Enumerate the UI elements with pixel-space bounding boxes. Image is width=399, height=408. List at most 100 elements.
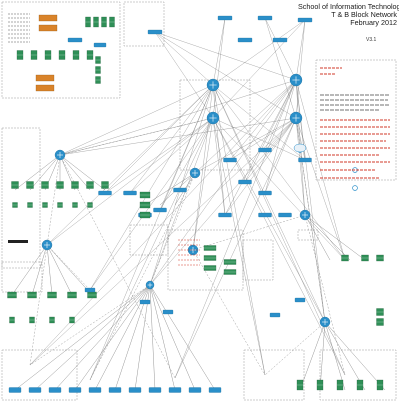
- link-line: [304, 214, 331, 261]
- link-line: [29, 117, 297, 366]
- switch-icon: [258, 190, 272, 196]
- firewall-icon: [35, 74, 55, 82]
- link-line: [149, 284, 156, 391]
- cloud-icon: [293, 143, 307, 153]
- link-line: [59, 117, 297, 156]
- switch-icon: [258, 212, 272, 218]
- switch-icon: [84, 287, 96, 293]
- link-line: [154, 31, 297, 81]
- link-line: [149, 117, 297, 286]
- link-line: [212, 117, 266, 376]
- link-line: [229, 117, 297, 161]
- link-line: [154, 31, 214, 119]
- access-point-icon: [352, 185, 358, 191]
- link-line: [319, 321, 326, 391]
- link-line: [46, 244, 53, 296]
- link-line: [212, 84, 346, 261]
- link-line: [11, 244, 48, 296]
- link-line: [264, 79, 297, 151]
- firewall-icon: [38, 14, 58, 22]
- link-line: [34, 284, 151, 391]
- link-line: [212, 84, 326, 323]
- link-line: [295, 117, 306, 216]
- zone-border: [297, 229, 319, 241]
- link-line: [46, 117, 214, 246]
- version-label: V3.1: [366, 37, 377, 43]
- link-line: [299, 321, 326, 391]
- link-line: [59, 154, 91, 191]
- zone-border: [319, 349, 397, 401]
- link-line: [54, 284, 151, 391]
- link-line: [264, 17, 297, 119]
- link-line: [14, 154, 61, 191]
- zone-border: [1, 127, 41, 269]
- switch-icon: [294, 297, 306, 303]
- link-line: [104, 84, 214, 194]
- link-line: [89, 84, 214, 291]
- link-line: [46, 84, 214, 246]
- link-line: [192, 84, 214, 251]
- link-line-dashed: [59, 117, 214, 156]
- link-line: [212, 84, 226, 216]
- link-line: [59, 79, 297, 156]
- switch-icon: [237, 37, 253, 43]
- link-line: [304, 214, 351, 261]
- switch-icon: [269, 312, 281, 318]
- link-line-dashed: [149, 172, 196, 286]
- link-line: [194, 117, 297, 174]
- switch-icon: [208, 387, 222, 393]
- link-line: [264, 117, 297, 194]
- link-line: [46, 244, 93, 296]
- link-line: [29, 154, 61, 191]
- link-line: [154, 31, 297, 119]
- link-line: [295, 19, 306, 119]
- link-line: [264, 79, 297, 194]
- link-line: [295, 117, 306, 161]
- link-line: [212, 19, 306, 119]
- firewall-icon: [35, 84, 55, 92]
- link-line-dashed: [192, 249, 266, 376]
- title-line-school: School of Information Technology: [298, 2, 399, 11]
- link-line: [224, 117, 297, 216]
- switch-icon: [173, 187, 187, 193]
- zone-border: [242, 239, 274, 281]
- link-line: [229, 79, 297, 161]
- zone-border: [1, 349, 78, 401]
- link-line-dashed: [295, 117, 326, 323]
- switch-icon: [68, 387, 82, 393]
- title-line-network: T & B Block Network: [331, 10, 397, 19]
- link-line: [194, 79, 297, 174]
- link-line: [212, 17, 226, 119]
- zone-border: [243, 349, 305, 401]
- title-line-date: February 2012: [350, 18, 397, 27]
- switch-icon: [278, 212, 292, 218]
- zone-border: [123, 1, 165, 47]
- link-line: [224, 79, 297, 216]
- zone-border: [1, 261, 43, 293]
- switch-icon: [88, 387, 102, 393]
- link-line: [129, 117, 214, 194]
- link-line: [89, 117, 214, 381]
- link-line: [31, 244, 48, 296]
- link-line: [46, 244, 73, 296]
- switch-icon: [67, 37, 83, 43]
- link-line: [14, 284, 151, 391]
- switch-icon: [153, 207, 167, 213]
- link-line: [59, 154, 106, 191]
- switch-icon: [139, 299, 151, 305]
- switch-icon: [188, 387, 202, 393]
- switch-icon: [148, 387, 162, 393]
- switch-icon: [217, 15, 233, 21]
- switch-icon: [108, 387, 122, 393]
- link-line: [159, 84, 214, 211]
- firewall-icon: [38, 24, 58, 32]
- link-line: [174, 117, 297, 379]
- switch-icon: [128, 387, 142, 393]
- diagram-title: School of Information Technology T & B B…: [298, 2, 399, 27]
- switch-icon: [28, 387, 42, 393]
- switch-icon: [238, 179, 252, 185]
- switch-icon: [272, 37, 288, 43]
- device-bar-icon: [8, 240, 28, 243]
- link-line: [324, 321, 346, 391]
- link-line: [149, 284, 196, 391]
